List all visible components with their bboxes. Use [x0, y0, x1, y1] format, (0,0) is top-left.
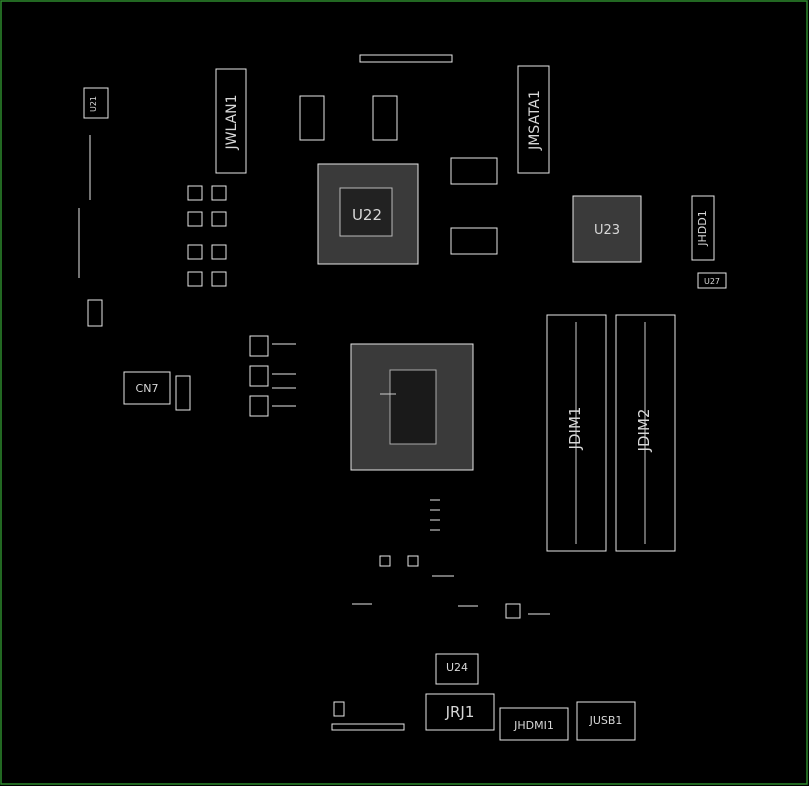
regulator-group: [249, 335, 296, 417]
u21-label: U21: [89, 96, 98, 112]
jdim2-slot: [615, 314, 676, 552]
jhdmi1-connector: [499, 707, 569, 741]
chip-top-left-1: [299, 95, 325, 141]
chip-top-left-2: [372, 95, 398, 141]
jhdd1-connector: [691, 195, 715, 261]
jwlan1-connector: [215, 68, 247, 174]
power-chip-grid: [187, 185, 227, 287]
u23-label: U23: [594, 223, 620, 238]
u27-label: U27: [704, 277, 720, 286]
chip-mid-2: [450, 227, 498, 255]
u27-chip: [697, 272, 727, 289]
bottom-left-chip: [333, 701, 345, 717]
jrj1-label: JRJ1: [445, 703, 475, 721]
cn7-label: CN7: [136, 382, 159, 395]
small-chip-cn7-right: [175, 375, 191, 411]
jdim1-label: JDIM1: [566, 407, 584, 451]
jusb1-connector: [576, 701, 636, 741]
jdim1-slot: [546, 314, 607, 552]
top-connector: [359, 54, 453, 63]
u23-chip: [572, 195, 642, 263]
u22-core: [339, 187, 393, 237]
jmsata1-label: JMSATA1: [527, 90, 543, 151]
jwlan1-label: JWLAN1: [224, 94, 240, 150]
jhdd1-label: JHDD1: [696, 210, 709, 246]
jmsata1-connector: [517, 65, 550, 174]
small-chip-left: [87, 299, 103, 327]
jhdmi1-label: JHDMI1: [513, 719, 554, 732]
u24-chip: [435, 653, 479, 685]
u22-label: U22: [352, 206, 382, 224]
u21-chip: [83, 87, 109, 119]
jrj1-connector: [425, 693, 495, 731]
chip-mid-1: [450, 157, 498, 185]
cpu-die: [389, 369, 437, 445]
jusb1-label: JUSB1: [589, 714, 623, 727]
jdim2-label: JDIM2: [635, 409, 653, 453]
bottom-left-connector: [331, 723, 405, 731]
cn7-connector: [123, 371, 171, 405]
u24-label: U24: [446, 661, 468, 674]
lower-components: [352, 499, 550, 619]
